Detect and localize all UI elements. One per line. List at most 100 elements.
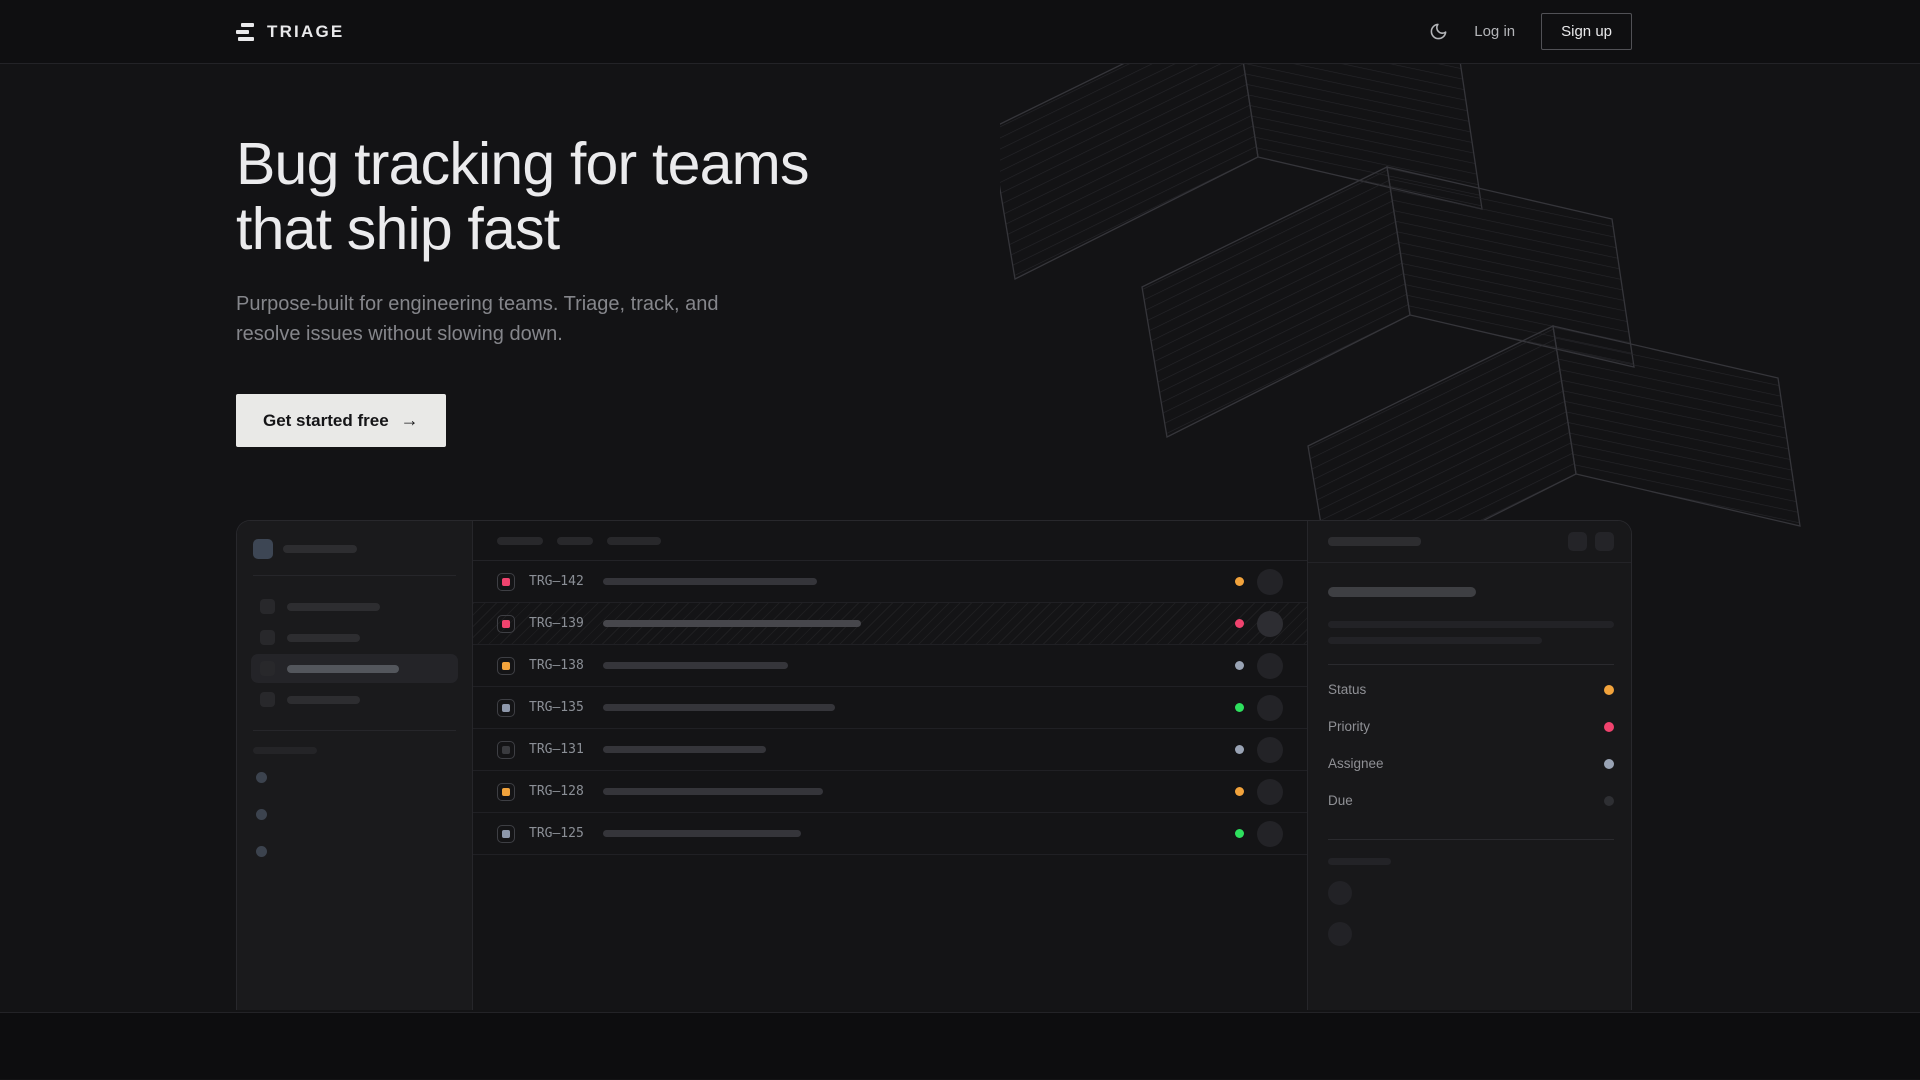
mockup-nav-list: [251, 592, 458, 714]
priority-icon: [502, 619, 510, 628]
assignee-avatar: [1257, 778, 1283, 805]
issue-title-placeholder: [603, 830, 801, 837]
moon-icon: [1430, 23, 1447, 40]
priority-icon: [502, 829, 510, 838]
list-filter-pill[interactable]: [607, 536, 661, 545]
status-dot: [1235, 787, 1244, 796]
nav-item-icon: [260, 692, 275, 707]
issue-priority-checkbox[interactable]: [497, 614, 515, 633]
issue-title-placeholder: [603, 746, 766, 753]
assignee-avatar: [1257, 610, 1283, 637]
activity-section-label-placeholder: [1328, 858, 1391, 865]
issue-row[interactable]: TRG–139: [473, 603, 1307, 645]
issue-title-placeholder: [603, 662, 788, 669]
panel-action-button[interactable]: [1595, 532, 1614, 551]
status-dot: [1235, 829, 1244, 838]
issue-priority-checkbox[interactable]: [497, 782, 515, 801]
assignee-avatar: [1257, 694, 1283, 721]
issue-row[interactable]: TRG–128: [473, 771, 1307, 813]
issue-row[interactable]: TRG–131: [473, 729, 1307, 771]
nav-item-label-placeholder: [287, 664, 399, 673]
priority-icon: [502, 703, 510, 712]
arrow-right-icon: →: [400, 410, 419, 430]
footer-band: [0, 1013, 1920, 1079]
priority-icon: [502, 577, 510, 586]
issue-priority-checkbox[interactable]: [497, 572, 515, 591]
mockup-nav-item[interactable]: [251, 685, 458, 714]
issue-priority-checkbox[interactable]: [497, 740, 515, 759]
nav-item-icon: [260, 661, 275, 676]
field-label: Assignee: [1328, 756, 1384, 771]
status-dot: [1235, 661, 1244, 670]
issue-priority-checkbox[interactable]: [497, 698, 515, 717]
divider: [253, 730, 456, 731]
panel-action-button[interactable]: [1568, 532, 1587, 551]
field-label: Priority: [1328, 719, 1371, 734]
issue-row[interactable]: TRG–125: [473, 813, 1307, 855]
issue-id: TRG–138: [529, 658, 584, 673]
assignee-avatar: [1257, 568, 1283, 595]
panel-field-due[interactable]: Due: [1328, 782, 1614, 819]
issue-title-placeholder: [603, 578, 817, 585]
assignee-avatar: [1257, 820, 1283, 847]
workspace-name-placeholder: [283, 545, 357, 553]
hero-title: Bug tracking for teams that ship fast: [236, 131, 809, 262]
field-value-dot: [1604, 721, 1614, 732]
field-value-dot: [1604, 795, 1614, 806]
issue-id: TRG–139: [529, 616, 584, 631]
issue-priority-checkbox[interactable]: [497, 824, 515, 843]
mockup-nav-item[interactable]: [251, 592, 458, 621]
list-filter-pill[interactable]: [557, 536, 593, 545]
nav-item-label-placeholder: [287, 602, 380, 611]
get-started-button[interactable]: Get started free →: [236, 394, 446, 447]
assignee-avatar: [1257, 736, 1283, 763]
field-value-dot: [1604, 684, 1614, 695]
nav-item-label-placeholder: [287, 695, 360, 704]
dark-mode-toggle[interactable]: [1429, 22, 1448, 41]
brand-name: TRIAGE: [267, 21, 345, 41]
sidebar-dot: [256, 846, 267, 857]
status-dot: [1235, 745, 1244, 754]
top-nav: TRIAGE Log in Sign up: [0, 0, 1920, 64]
issue-row[interactable]: TRG–138: [473, 645, 1307, 687]
issue-title-placeholder: [1328, 587, 1476, 597]
panel-field-assignee[interactable]: Assignee: [1328, 745, 1614, 782]
hero-section: Bug tracking for teams that ship fast Pu…: [0, 64, 1920, 1013]
login-button[interactable]: Log in: [1474, 23, 1516, 40]
triage-logo-icon: [236, 22, 254, 41]
priority-icon: [502, 745, 510, 754]
status-dot: [1235, 619, 1244, 628]
issue-id: TRG–125: [529, 826, 584, 841]
priority-icon: [502, 661, 510, 670]
mockup-workspace-switcher: [253, 539, 456, 559]
mockup-sidebar: [237, 521, 473, 1010]
mockup-nav-item[interactable]: [251, 654, 458, 683]
field-label: Status: [1328, 682, 1367, 697]
panel-field-status[interactable]: Status: [1328, 671, 1614, 708]
nav-item-icon: [260, 630, 275, 645]
sidebar-dot: [256, 772, 267, 783]
issue-priority-checkbox[interactable]: [497, 656, 515, 675]
status-dot: [1235, 703, 1244, 712]
issue-title-placeholder: [603, 704, 835, 711]
issue-list-header: [473, 521, 1307, 561]
list-filter-pill[interactable]: [497, 536, 543, 545]
field-value-dot: [1604, 758, 1614, 769]
divider: [1328, 664, 1614, 665]
comment-avatar: [1328, 881, 1352, 905]
nav-item-label-placeholder: [287, 633, 360, 642]
panel-field-priority[interactable]: Priority: [1328, 708, 1614, 745]
comment-avatar: [1328, 922, 1352, 946]
mockup-nav-item[interactable]: [251, 623, 458, 652]
signup-button[interactable]: Sign up: [1541, 13, 1632, 50]
issue-id: TRG–128: [529, 784, 584, 799]
issue-row[interactable]: TRG–142: [473, 561, 1307, 603]
issue-row[interactable]: TRG–135: [473, 687, 1307, 729]
issue-description-placeholder: [1328, 637, 1542, 644]
brand-logo[interactable]: TRIAGE: [236, 22, 344, 42]
detail-panel-header: [1308, 521, 1631, 563]
assignee-avatar: [1257, 652, 1283, 679]
